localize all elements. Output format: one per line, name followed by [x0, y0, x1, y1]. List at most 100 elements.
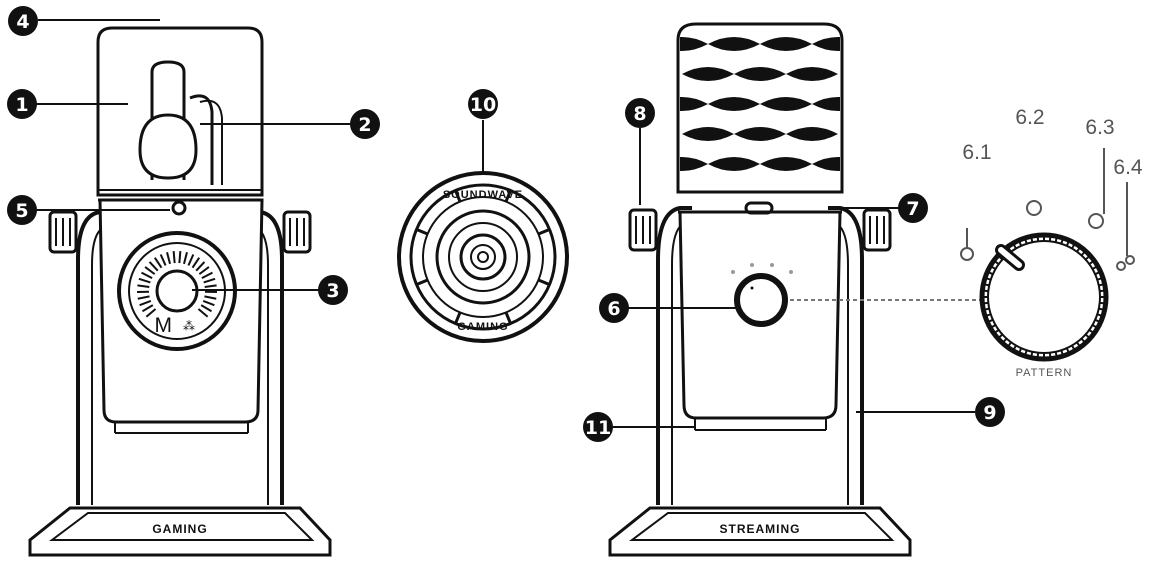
knob-knurl-mark	[987, 271, 994, 276]
knob-knurl-mark	[1036, 352, 1040, 358]
callout-3-number: 3	[326, 280, 339, 302]
gain-dial-tick	[204, 295, 217, 300]
back-stand-left	[656, 206, 692, 505]
knob-knurl-mark	[1071, 243, 1076, 250]
gain-dial-mark: M	[155, 314, 173, 337]
grille-cell	[682, 67, 734, 81]
knob-knurl-mark	[984, 283, 990, 287]
callout-9: 9	[975, 397, 1005, 427]
knob-knurl-mark	[1065, 347, 1070, 354]
knob-knurl-mark	[994, 260, 1000, 265]
front-base-label: GAMING	[152, 522, 207, 536]
knob-knurl-mark	[1094, 271, 1101, 276]
knob-knurl-mark	[983, 301, 989, 305]
knob-knurl-mark	[1048, 236, 1052, 242]
pattern-position-markers	[960, 148, 1135, 271]
gain-dial-tick	[145, 308, 157, 318]
knob-knurl-mark	[985, 313, 992, 317]
knob-knurl-mark	[1084, 255, 1091, 261]
pattern-marker-6-3	[1088, 213, 1104, 229]
pattern-knob-body	[734, 273, 788, 327]
pattern-knob-magnified	[979, 232, 1109, 362]
gain-dial-tick	[139, 299, 152, 307]
knob-knurl-mark	[1012, 344, 1017, 351]
knob-knurl-mark	[997, 255, 1004, 261]
knob-knurl-mark	[994, 329, 1000, 334]
callout-8: 8	[625, 98, 655, 128]
grille-cell	[708, 157, 760, 171]
knob-knurl-mark	[990, 265, 997, 270]
back-view	[608, 22, 912, 557]
grille-cell	[680, 97, 708, 111]
pattern-knob-label: PATTERN	[1016, 367, 1073, 379]
grille-cell	[786, 67, 838, 81]
grille-cell	[734, 67, 786, 81]
bottom-spoke	[454, 311, 462, 325]
knob-knurl-mark	[1096, 277, 1103, 281]
gain-dial-tick	[159, 254, 167, 266]
knob-knurl-mark	[1071, 344, 1076, 351]
knob-knurl-mark	[1099, 289, 1105, 293]
knob-knurl-mark	[1080, 337, 1086, 344]
knob-knurl-mark	[1076, 247, 1081, 253]
knob-knurl-mark	[1098, 283, 1104, 287]
grille-cell	[708, 37, 760, 51]
knob-knurl-mark	[1098, 307, 1104, 311]
gain-dial-tick	[138, 277, 151, 284]
knob-knurl-mark	[997, 333, 1004, 339]
grille-cell	[760, 157, 812, 171]
knob-knurl-mark	[1065, 240, 1070, 247]
pattern-label-6-1: 6.1	[962, 141, 991, 164]
gain-dial-tick	[201, 271, 213, 279]
bottom-spokes	[415, 189, 551, 325]
headphone-jack	[171, 200, 187, 216]
knob-knurl-mark	[1024, 238, 1028, 245]
knob-knurl-mark	[1084, 333, 1091, 339]
knob-knurl-mark	[990, 324, 997, 329]
gain-dial-tick	[191, 257, 201, 269]
grille-cell	[786, 127, 838, 141]
grille-pattern	[680, 37, 840, 171]
callout-8-number: 8	[633, 103, 646, 125]
callout-5: 5	[7, 195, 37, 225]
knob-knurl-mark	[984, 307, 990, 311]
gain-dial-tick	[197, 308, 209, 318]
callout-3: 3	[318, 275, 348, 305]
bottom-spoke	[454, 189, 462, 203]
callout-5-number: 5	[15, 200, 28, 222]
gain-dial-tick	[203, 277, 216, 284]
mute-clip	[150, 60, 186, 180]
gain-dial-ticks	[136, 251, 218, 318]
knob-knurl-mark	[1054, 237, 1058, 243]
knob-knurl-mark	[1088, 260, 1094, 265]
grille-cell	[812, 97, 840, 111]
bottom-spoke	[415, 278, 429, 286]
grille-cell	[682, 127, 734, 141]
knob-knurl-mark	[1060, 238, 1064, 245]
bottom-spoke	[504, 311, 512, 325]
gain-dial-tick	[202, 299, 215, 307]
grille-cell	[760, 37, 812, 51]
knob-knurl-mark	[1030, 237, 1034, 243]
knob-knurl-mark	[983, 289, 989, 293]
knob-knurl-mark	[1094, 318, 1101, 323]
gain-dial-tick	[153, 257, 163, 269]
back-grille-head	[676, 22, 844, 194]
grille-cell	[734, 127, 786, 141]
callout-2: 2	[350, 109, 380, 139]
back-base	[608, 506, 912, 557]
pattern-marker-6-4a	[1116, 261, 1126, 271]
knob-knurl-mark	[1018, 347, 1023, 354]
grille-cell	[680, 157, 708, 171]
grille-cell	[708, 97, 760, 111]
gain-dial-tick	[183, 252, 188, 265]
pattern-marker-6-2	[1026, 200, 1042, 216]
knob-knurl-mark	[1007, 341, 1012, 347]
bottom-spoke	[415, 228, 429, 236]
callout-11-number: 11	[585, 417, 611, 439]
gain-dial-tick	[144, 266, 156, 275]
back-base-label: STREAMING	[720, 522, 801, 536]
knob-knurl-mark	[1012, 243, 1017, 250]
knob-knurl-mark	[1099, 301, 1105, 305]
